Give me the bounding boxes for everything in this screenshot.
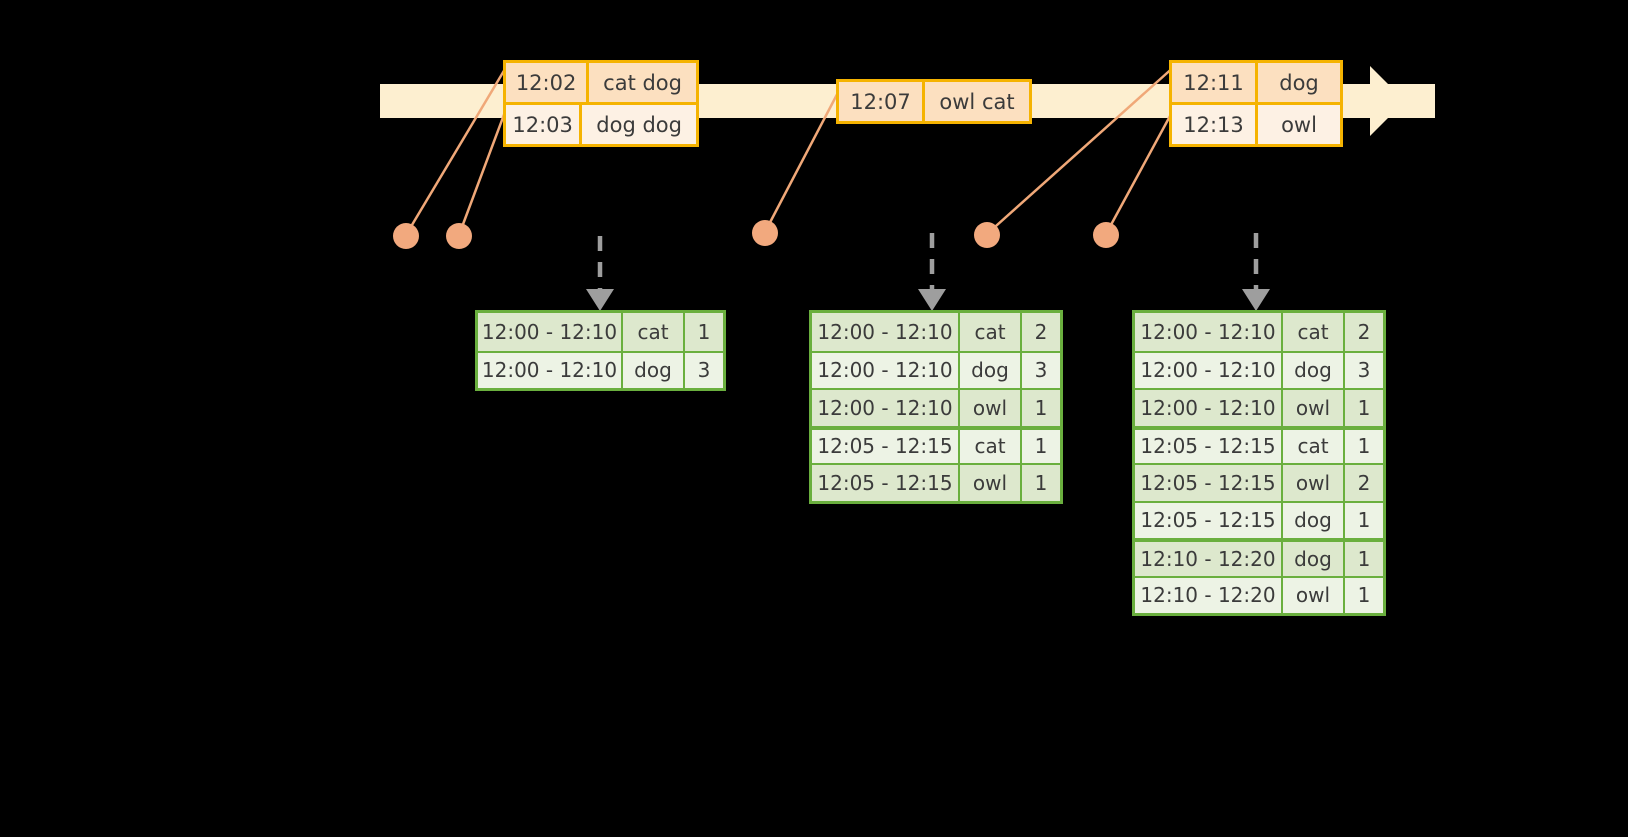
event-row: 12:03 dog dog	[506, 102, 696, 144]
dashed-arrow-2	[918, 233, 946, 311]
connector-dot-5	[1093, 222, 1119, 248]
connector-dot-3	[752, 220, 778, 246]
window-cell: 12:05 - 12:15	[1135, 429, 1283, 463]
count-cell: 1	[1034, 470, 1048, 495]
event-words: owl	[1281, 112, 1317, 137]
event-row: 12:11 dog	[1172, 63, 1340, 102]
key-cell: owl	[960, 465, 1022, 501]
event-group-3: 12:11 dog 12:13 owl	[1169, 60, 1343, 147]
connector-line-5	[1104, 104, 1178, 235]
event-timestamp: 12:07	[839, 82, 925, 121]
timeline-arrowhead	[1370, 66, 1405, 136]
key-cell: dog	[1283, 352, 1345, 388]
window-cell: 12:00 - 12:10	[478, 352, 623, 388]
event-group-2: 12:07 owl cat	[836, 79, 1032, 124]
window-cell: 12:00 - 12:10	[812, 313, 960, 351]
window-cell: 12:00 - 12:10	[812, 390, 960, 426]
connector-line-1	[404, 63, 510, 236]
connector-dot-1	[393, 223, 419, 249]
key-cell: cat	[1283, 313, 1345, 351]
event-timestamp: 12:11	[1172, 63, 1258, 102]
key-cell: owl	[1283, 577, 1345, 613]
event-words: dog dog	[596, 112, 682, 137]
connector-line-3	[763, 82, 845, 233]
connector-dots	[393, 220, 1119, 249]
count-cell: 2	[1034, 319, 1048, 344]
window-cell: 12:00 - 12:10	[812, 352, 960, 388]
window-cell: 12:10 - 12:20	[1135, 542, 1283, 576]
key-cell: cat	[623, 313, 685, 351]
event-words: owl cat	[939, 89, 1015, 114]
window-cell: 12:05 - 12:15	[812, 429, 960, 463]
window-cell: 12:00 - 12:10	[1135, 390, 1283, 426]
count-cell: 3	[1357, 358, 1371, 383]
event-words: dog	[1279, 70, 1319, 95]
connector-dot-2	[446, 223, 472, 249]
dashed-arrow-3	[1242, 233, 1270, 311]
count-cell: 1	[1034, 395, 1048, 420]
window-cell: 12:00 - 12:10	[1135, 352, 1283, 388]
window-cell: 12:05 - 12:15	[1135, 465, 1283, 501]
count-cell: 1	[1357, 395, 1371, 420]
event-row: 12:13 owl	[1172, 102, 1340, 144]
count-cell: 2	[1357, 470, 1371, 495]
key-cell: cat	[960, 313, 1022, 351]
key-cell: owl	[1283, 390, 1345, 426]
count-cell: 1	[1357, 583, 1371, 608]
count-cell: 1	[1357, 508, 1371, 533]
key-cell: dog	[623, 352, 685, 388]
count-cell: 1	[1034, 434, 1048, 459]
window-cell: 12:10 - 12:20	[1135, 577, 1283, 613]
key-cell: cat	[960, 429, 1022, 463]
event-timestamp: 12:13	[1172, 105, 1258, 144]
count-cell: 1	[1357, 434, 1371, 459]
connector-line-2	[457, 103, 510, 236]
dashed-arrows	[586, 233, 1270, 311]
window-cell: 12:05 - 12:15	[1135, 502, 1283, 538]
event-group-1: 12:02 cat dog 12:03 dog dog	[503, 60, 699, 147]
count-cell: 1	[697, 319, 711, 344]
connector-dot-4	[974, 222, 1000, 248]
key-cell: dog	[960, 352, 1022, 388]
event-timestamp: 12:03	[506, 105, 583, 144]
count-cell: 3	[697, 358, 711, 383]
key-cell: owl	[960, 390, 1022, 426]
window-cell: 12:05 - 12:15	[812, 465, 960, 501]
count-cell: 1	[1357, 546, 1371, 571]
window-cell: 12:00 - 12:10	[478, 313, 623, 351]
dashed-arrow-1	[586, 236, 614, 311]
count-cell: 3	[1034, 358, 1048, 383]
count-cell: 2	[1357, 319, 1371, 344]
event-words: cat dog	[603, 70, 682, 95]
event-row: 12:02 cat dog	[506, 63, 696, 102]
key-cell: cat	[1283, 429, 1345, 463]
key-cell: owl	[1283, 465, 1345, 501]
event-timestamp: 12:02	[506, 63, 590, 102]
key-cell: dog	[1283, 502, 1345, 538]
window-cell: 12:00 - 12:10	[1135, 313, 1283, 351]
event-row: 12:07 owl cat	[839, 82, 1029, 121]
key-cell: dog	[1283, 542, 1345, 576]
